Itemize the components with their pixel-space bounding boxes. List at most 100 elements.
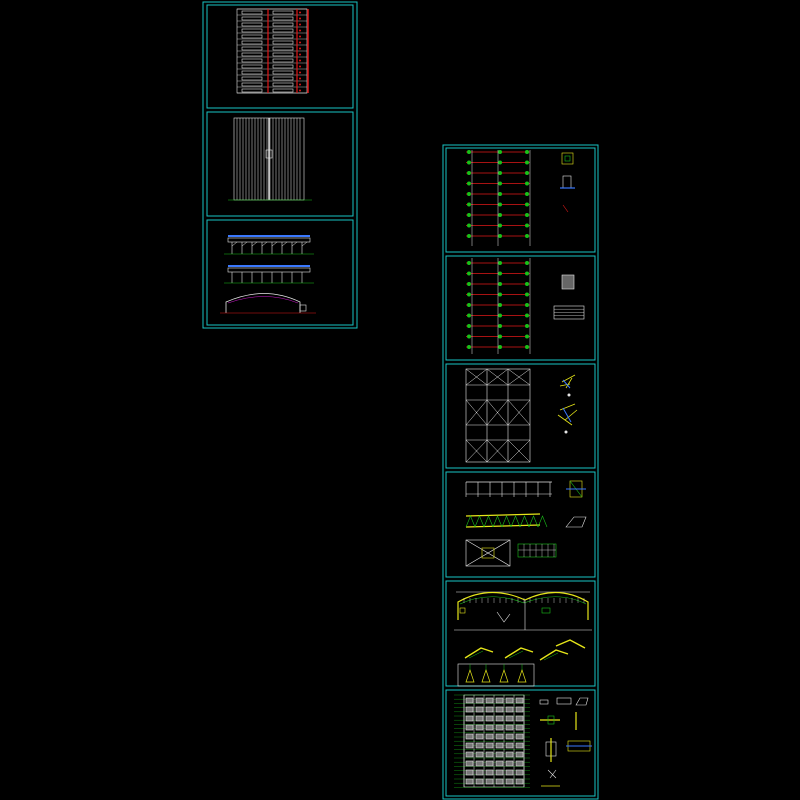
footing: [525, 213, 529, 217]
grid-bubble: [299, 83, 301, 86]
arch-inner: [227, 296, 299, 304]
column-block: [272, 70, 294, 75]
connection-details-drawing: [454, 694, 592, 788]
sheet-frame: [206, 111, 354, 217]
haunch-detail: [543, 652, 559, 661]
bolt-group: [475, 697, 484, 704]
bolt-group: [475, 715, 484, 722]
grid-bubble: [299, 65, 301, 68]
member-table: [517, 543, 557, 558]
anchor-bolt: [498, 324, 502, 328]
bolt-group: [495, 706, 504, 713]
sheet-frame: [206, 4, 354, 109]
sheet-arched-frame-details[interactable]: [445, 580, 596, 687]
bolt-group: [475, 724, 484, 731]
anchor-bolt: [498, 282, 502, 286]
sheet-connection-details[interactable]: [445, 689, 596, 797]
grid-bubble: [299, 71, 301, 74]
sheet-anchor-bolt-plan[interactable]: [445, 255, 596, 361]
footing: [498, 181, 502, 186]
bolt-group: [475, 778, 484, 785]
detail-marker: [567, 393, 571, 397]
column-block: [241, 82, 263, 87]
anchor-bolt: [467, 313, 471, 318]
anchor-bolt: [498, 261, 502, 265]
footing: [498, 202, 502, 207]
anchor-bolt: [498, 345, 502, 349]
section-mark: [562, 204, 569, 213]
sheet-bracing-layout[interactable]: [445, 363, 596, 469]
truss-web: [537, 515, 548, 528]
arched-frame-drawing: [454, 591, 592, 687]
grid-bubble: [299, 23, 301, 26]
truss-web: [501, 515, 512, 528]
bolt-group: [465, 751, 474, 758]
bolt-group: [465, 706, 474, 713]
baseplate-detail: [561, 274, 575, 290]
truss-bottom-chord: [465, 524, 541, 528]
truss-web: [492, 515, 503, 528]
connection-detail: [539, 699, 549, 705]
footing: [498, 223, 502, 228]
x-brace: [465, 368, 488, 386]
grid-bubble: [299, 29, 301, 32]
left-stack-outer-border: [202, 1, 358, 329]
bolt-group: [495, 733, 504, 740]
bolt-group: [475, 706, 484, 713]
sheet-roof-sheeting-plan[interactable]: [206, 111, 354, 217]
anchor-bolt: [467, 261, 471, 265]
base-detail: [481, 668, 491, 683]
grid-bubble: [299, 53, 301, 56]
bolt-group: [495, 697, 504, 704]
x-brace: [486, 399, 509, 426]
haunch-detail: [468, 650, 484, 659]
bolt-group: [475, 742, 484, 749]
column-block: [241, 28, 263, 33]
knee-brace: [241, 241, 248, 247]
haunch-detail: [508, 650, 524, 659]
sheet-foundation-plan[interactable]: [445, 147, 596, 253]
bolt-group: [475, 760, 484, 767]
x-brace: [465, 439, 488, 463]
truss-band: [227, 237, 311, 243]
brace-node-detail: [557, 403, 578, 426]
anchor-bolt: [467, 324, 471, 328]
footing: [498, 171, 502, 175]
column-block: [272, 40, 294, 45]
anchor-bolt: [525, 292, 529, 297]
section-tag: [459, 607, 466, 614]
truss-web: [474, 515, 485, 528]
bolt-group: [465, 769, 474, 776]
truss-web: [510, 515, 521, 528]
column-block: [241, 88, 263, 93]
x-brace: [507, 399, 531, 426]
anchor-bolt: [467, 345, 471, 349]
truss-top-chord: [465, 513, 541, 517]
column-block: [272, 64, 294, 69]
anchor-bolt: [525, 261, 529, 265]
sheet-column-layout-plan[interactable]: [206, 4, 354, 109]
anchor-bolt: [525, 324, 529, 328]
column-block: [272, 10, 294, 15]
bolt-group: [485, 751, 494, 758]
anchor-bolt: [525, 345, 529, 349]
right-sheet-stack: [442, 144, 599, 800]
anchor-bolt: [467, 271, 471, 276]
foundation-drawing: [466, 150, 575, 246]
anchor-bolt: [467, 334, 471, 339]
footing: [467, 181, 471, 186]
bolt-group: [465, 724, 474, 731]
brace-plate: [481, 547, 495, 559]
column-block: [241, 70, 263, 75]
sheet-frame: [445, 363, 596, 469]
footing: [467, 171, 471, 175]
bolt-group: [495, 751, 504, 758]
sheet-truss-elevations[interactable]: [445, 471, 596, 578]
column-block: [241, 76, 263, 81]
bolt-group: [495, 760, 504, 767]
sheet-sections-and-elevations[interactable]: [206, 219, 354, 326]
base-detail-strip: [457, 663, 535, 687]
bracing-outline: [465, 368, 531, 463]
